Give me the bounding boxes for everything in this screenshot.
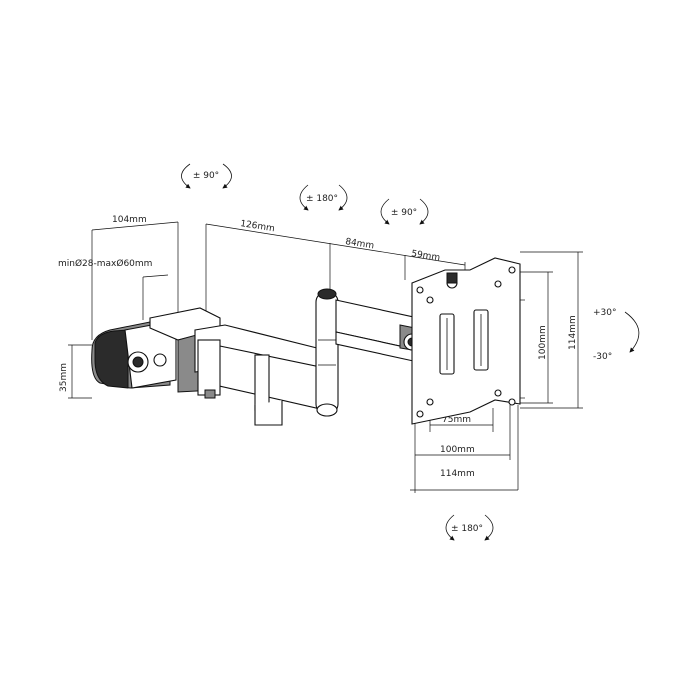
dim-clamp-range: minØ28-maxØ60mm — [58, 258, 169, 320]
tilt-down-label: -30° — [593, 352, 612, 362]
dim-vesa-w-100-label: 100mm — [440, 445, 475, 455]
dim-vesa-h-100-label: 100mm — [538, 325, 548, 360]
dim-plate-h-label: 114mm — [568, 315, 578, 350]
rotation-arm2-label: ± 180° — [306, 194, 338, 204]
rotation-arm3-indicator: ± 90° — [380, 198, 429, 225]
dim-clamp-width-label: 104mm — [112, 215, 147, 225]
dim-head-offset-label: 59mm — [411, 249, 441, 263]
arm-joint-1 — [315, 288, 339, 417]
rotation-arm1-indicator: ± 90° — [181, 163, 232, 189]
rotation-swivel-label: ± 180° — [451, 524, 483, 534]
dim-vesa-vertical: 75mm 100mm 114mm — [510, 251, 583, 409]
arm-segment-1 — [194, 324, 326, 426]
dim-vesa-horizontal: 75mm 100mm 114mm — [410, 405, 519, 493]
rotation-swivel-indicator: ± 180° — [445, 514, 494, 541]
dim-clamp-height: 35mm — [59, 344, 92, 399]
dim-clamp-width: 104mm — [91, 215, 179, 340]
rotation-arm1-label: ± 90° — [193, 171, 219, 181]
rotation-arm2-indicator: ± 180° — [299, 184, 348, 211]
tilt-indicator: +30° -30° — [593, 308, 640, 362]
dim-arm-length-2-label: 84mm — [345, 237, 375, 251]
rotation-arm3-label: ± 90° — [391, 208, 417, 218]
vesa-plate — [411, 257, 521, 425]
tilt-up-label: +30° — [593, 308, 617, 318]
dim-clamp-height-label: 35mm — [59, 363, 69, 392]
dim-plate-w-label: 114mm — [440, 469, 475, 479]
dim-vesa-w-75-label: 75mm — [442, 415, 471, 425]
dim-clamp-range-label: minØ28-maxØ60mm — [58, 258, 152, 269]
